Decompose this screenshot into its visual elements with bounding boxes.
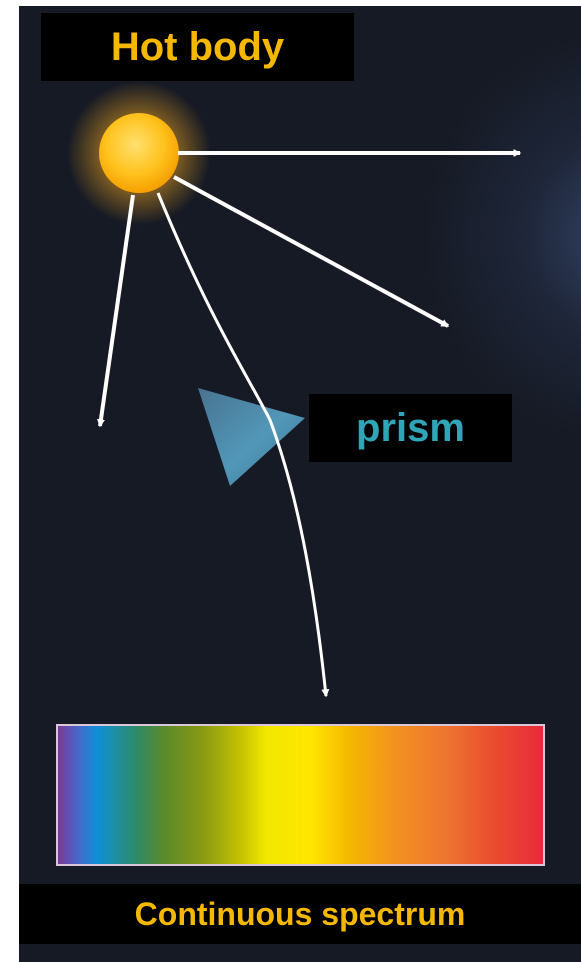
continuous-spectrum-bar (56, 724, 545, 866)
ray-diagonal (173, 175, 450, 328)
hot-body-label: Hot body (41, 13, 354, 81)
prism-label: prism (309, 394, 512, 462)
radiation-rays (96, 149, 522, 428)
ray-to-spectrum (156, 192, 330, 698)
continuous-spectrum-label: Continuous spectrum (19, 884, 581, 944)
hot-body-sun-icon (67, 81, 211, 225)
ray-down-left (96, 194, 135, 428)
prism-icon (198, 388, 305, 486)
